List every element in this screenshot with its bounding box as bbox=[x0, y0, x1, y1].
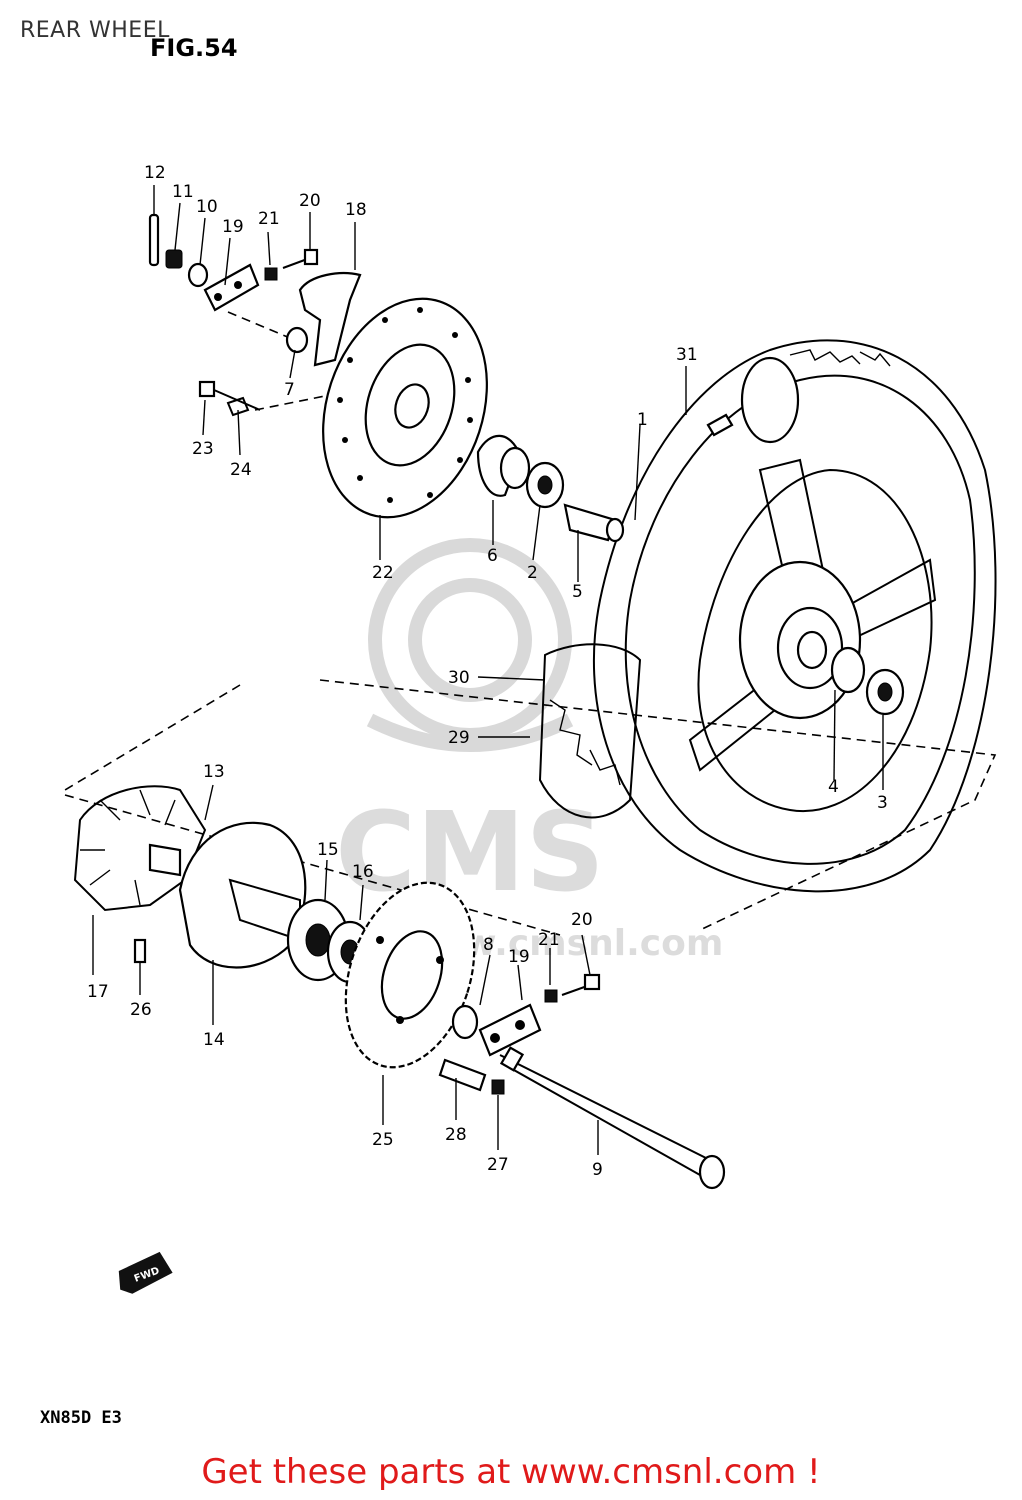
hub-bearings bbox=[476, 434, 625, 543]
callout-9: 9 bbox=[592, 1160, 603, 1180]
callout-26: 26 bbox=[130, 1000, 152, 1020]
fwd-arrow-icon: FWD bbox=[118, 1251, 173, 1294]
callout-7: 7 bbox=[284, 380, 295, 400]
brake-disc bbox=[322, 297, 488, 519]
callout-23: 23 bbox=[192, 439, 214, 459]
callout-6: 6 bbox=[487, 546, 498, 566]
callout-13: 13 bbox=[203, 762, 225, 782]
callout-numbers: 12 11 10 19 21 20 18 7 23 24 22 6 2 5 1 … bbox=[87, 163, 888, 1180]
callout-11: 11 bbox=[172, 182, 194, 202]
callout-4: 4 bbox=[828, 777, 839, 797]
callout-21-top: 21 bbox=[258, 209, 280, 229]
callout-16: 16 bbox=[352, 862, 374, 882]
callout-18: 18 bbox=[345, 200, 367, 220]
callout-28: 28 bbox=[445, 1125, 467, 1145]
callout-19-bottom: 19 bbox=[508, 947, 530, 967]
callout-10: 10 bbox=[196, 197, 218, 217]
callout-21-bottom: 21 bbox=[538, 930, 560, 950]
model-code: XN85D E3 bbox=[40, 1408, 122, 1428]
callout-20-top: 20 bbox=[299, 191, 321, 211]
callout-19-top: 19 bbox=[222, 217, 244, 237]
parts-link-banner[interactable]: Get these parts at www.cmsnl.com ! bbox=[201, 1452, 821, 1492]
callout-20-bottom: 20 bbox=[571, 910, 593, 930]
watermark-logo-text: CMS bbox=[335, 788, 604, 916]
assembly-line-left bbox=[64, 684, 241, 791]
rear-sprocket bbox=[344, 881, 476, 1069]
callout-8: 8 bbox=[483, 935, 494, 955]
callout-5: 5 bbox=[572, 582, 583, 602]
assembly-line-caliper bbox=[227, 311, 291, 339]
callout-31: 31 bbox=[676, 345, 698, 365]
callout-25: 25 bbox=[372, 1130, 394, 1150]
callout-27: 27 bbox=[487, 1155, 509, 1175]
callout-17: 17 bbox=[87, 982, 109, 1002]
figure-label: FIG.54 bbox=[150, 34, 238, 62]
callout-30: 30 bbox=[448, 668, 470, 688]
page-title: REAR WHEEL bbox=[20, 18, 170, 43]
assembly-line-lower bbox=[64, 794, 561, 936]
axle-hardware bbox=[438, 973, 726, 1190]
caliper-hardware bbox=[148, 213, 362, 417]
callout-2: 2 bbox=[527, 563, 538, 583]
callout-3: 3 bbox=[877, 793, 888, 813]
callout-22: 22 bbox=[372, 563, 394, 583]
rear-wheel-assembly bbox=[538, 339, 997, 893]
leader-lines bbox=[92, 185, 884, 1155]
callout-15: 15 bbox=[317, 840, 339, 860]
callout-29: 29 bbox=[448, 728, 470, 748]
assembly-line-disc bbox=[254, 394, 331, 411]
callout-24: 24 bbox=[230, 460, 252, 480]
callout-1: 1 bbox=[637, 410, 648, 430]
cush-drive-hub bbox=[73, 785, 374, 984]
callout-12: 12 bbox=[144, 163, 166, 183]
callout-14: 14 bbox=[203, 1030, 225, 1050]
